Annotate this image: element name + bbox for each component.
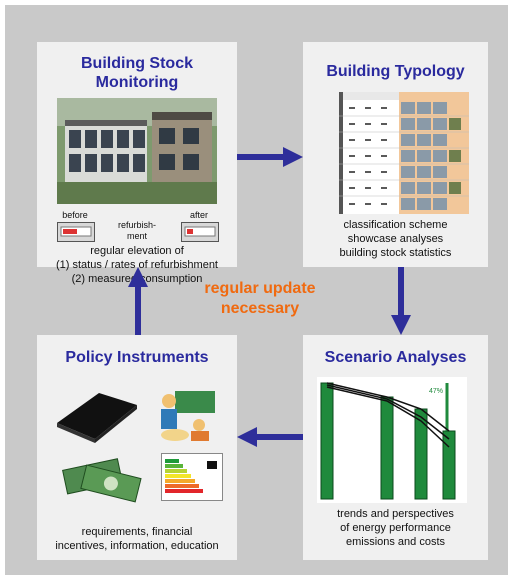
refurbishment-label-line1: refurbish- <box>117 220 156 230</box>
caption-typology-line1: classification scheme <box>343 219 448 231</box>
caption-scenario-line1: trends and perspectives <box>337 508 454 520</box>
box-title-typology: Building Typology <box>326 63 465 80</box>
typology-matrix-icon <box>339 92 469 214</box>
caption-scenario-line3: emissions and costs <box>345 536 446 548</box>
caption-policy-line2: incentives, information, education <box>55 540 219 552</box>
energy-label-icon <box>161 453 223 501</box>
arrow-right-icon <box>237 147 303 167</box>
box-building-typology: Building Typology <box>303 42 488 267</box>
before-label: before <box>62 210 88 220</box>
chart-percent-label: 47% <box>429 388 443 395</box>
box-title-monitoring-line1: Building Stock <box>81 55 193 72</box>
center-text-line1: regular update <box>204 280 316 297</box>
arrow-down-icon <box>391 267 411 335</box>
meter-before-icon <box>57 222 95 242</box>
teacher-icon <box>161 391 215 441</box>
box-title-scenario: Scenario Analyses <box>324 349 467 366</box>
caption-typology-line3: building stock statistics <box>339 247 452 259</box>
arrow-left-icon <box>237 427 303 447</box>
caption-monitoring-line1: regular elevation of <box>90 245 184 257</box>
box-building-stock-monitoring: Building Stock Monitoring before after r… <box>37 42 237 285</box>
box-title-monitoring-line2: Monitoring <box>95 74 179 91</box>
caption-scenario-line2: of energy performance <box>340 522 451 534</box>
caption-policy-line1: requirements, financial <box>81 526 193 538</box>
box-policy-instruments: Policy Instruments requirements, f <box>37 335 237 560</box>
money-icon <box>62 458 142 503</box>
center-text-line2: necessary <box>220 300 300 317</box>
meter-after-icon <box>181 222 219 242</box>
box-scenario-analyses: Scenario Analyses 47% trends and perspec… <box>303 335 488 560</box>
arrow-up-icon <box>128 267 148 335</box>
after-label: after <box>189 210 208 220</box>
caption-typology-line2: showcase analyses <box>347 233 444 245</box>
box-title-policy: Policy Instruments <box>65 349 209 366</box>
caption-monitoring-line2: (1) status / rates of refurbishment <box>55 259 218 271</box>
building-photo <box>57 98 217 204</box>
book-icon <box>57 393 137 443</box>
scenario-chart-icon: 47% <box>317 377 467 503</box>
refurbishment-label-line2: ment <box>126 231 147 241</box>
